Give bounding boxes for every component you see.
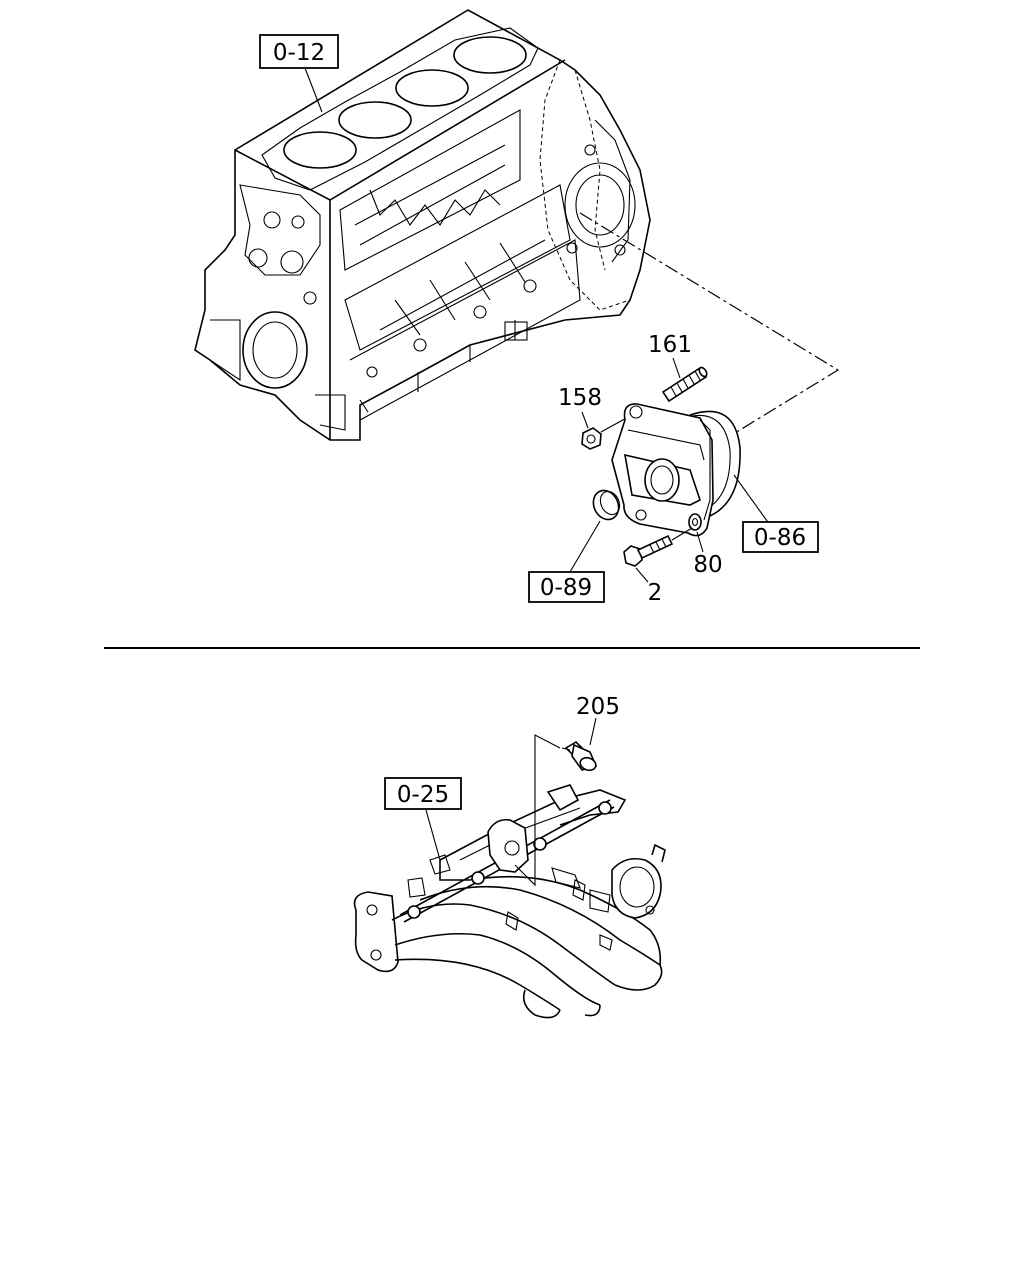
cylinder-block-ref-text: 0-12 (273, 40, 325, 66)
nut-ref-number: 158 (558, 385, 602, 411)
stud-leader (672, 357, 681, 379)
manifold-ref-label: 0-25 (384, 777, 462, 810)
manifold-leader (425, 809, 441, 861)
manifold-ref-text: 0-25 (397, 782, 449, 808)
stud-ref-number: 161 (648, 332, 692, 358)
plug-ref-label: 0-89 (528, 571, 605, 603)
washer-illustration (688, 513, 702, 531)
bolt-ref-number: 2 (648, 580, 663, 606)
assembly-centerline (579, 212, 840, 434)
cylinder-block-illustration (194, 9, 651, 441)
sensor-install-line (514, 734, 561, 887)
housing-ref-label: 0-86 (742, 521, 819, 553)
intake-manifold-illustration (353, 784, 666, 1019)
bolt-leader (635, 567, 649, 583)
nut-leader (581, 411, 589, 429)
plug-leader (569, 520, 601, 573)
cylinder-block-leader (304, 67, 323, 113)
bolt-illustration (623, 527, 693, 567)
stud-illustration (661, 366, 708, 403)
plug-ref-text: 0-89 (540, 575, 592, 601)
washer-ref-number: 80 (693, 552, 722, 578)
housing-ref-text: 0-86 (754, 525, 806, 551)
sensor-ref-number: 205 (576, 694, 620, 720)
rear-housing-illustration (611, 403, 741, 537)
washer-leader (696, 531, 704, 553)
sensor-leader (589, 717, 597, 746)
plug-illustration (592, 489, 621, 521)
sensor-illustration (561, 740, 598, 772)
housing-leader (733, 474, 771, 526)
cylinder-block-ref-label: 0-12 (259, 34, 339, 69)
